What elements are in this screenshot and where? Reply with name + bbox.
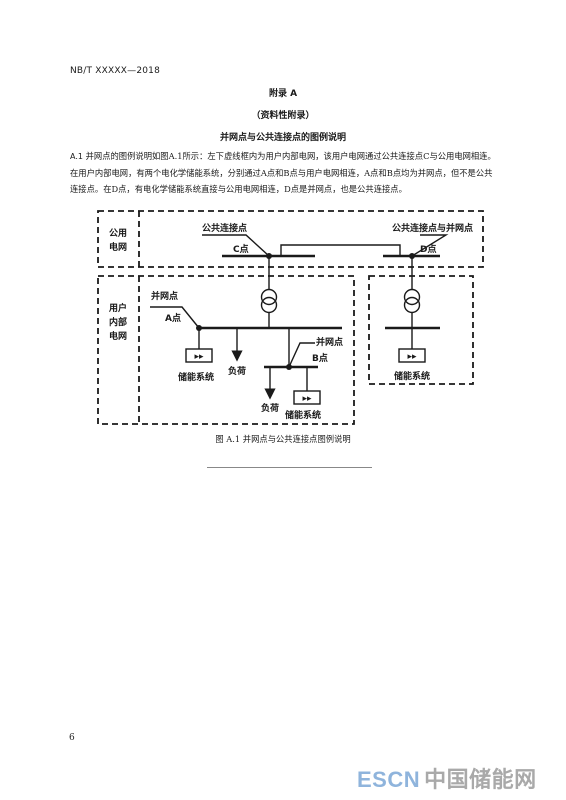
- storage-b-icon: ▸▸: [293, 390, 321, 405]
- end-rule: [207, 467, 372, 468]
- d-point-label: D点: [420, 243, 436, 255]
- c-point-label: C点: [233, 243, 249, 255]
- b-point-label: B点: [312, 352, 328, 364]
- transformer-c-lower: [260, 296, 278, 314]
- appendix-nature: （资料性附录）: [251, 111, 315, 121]
- standard-number: NB/T XXXXX—2018: [70, 66, 161, 76]
- transformer-d-upper: [403, 288, 421, 306]
- paragraph-a1: A.1 并网点的图例说明如图A.1所示：左下虚线框内为用户内部电网，该用户电网通…: [70, 148, 500, 198]
- point-c-leader: [202, 234, 270, 257]
- storage-d-icon: ▸▸: [398, 348, 426, 363]
- point-d-leader: [411, 234, 449, 257]
- paragraph-number: A.1: [70, 152, 83, 161]
- user-grid-label-3: 电网: [109, 330, 127, 342]
- user-grid-label-1: 用户: [108, 302, 127, 314]
- transformer-c-upper: [260, 288, 278, 306]
- load-label-b: 负荷: [261, 402, 279, 414]
- common-and-grid-point-label: 公共连接点与并网点: [392, 222, 473, 234]
- grid-point-label-a: 并网点: [151, 290, 178, 302]
- public-grid-label-2: 电网: [109, 241, 127, 253]
- transformer-d-lower: [403, 296, 421, 314]
- point-a-dot: [196, 325, 202, 331]
- appendix-label: 附录 A: [268, 89, 298, 99]
- point-b-dot: [286, 364, 292, 370]
- paragraph-text: 并网点的图例说明如图A.1所示：左下虚线框内为用户内部电网，该用户电网通过公共连…: [70, 151, 496, 195]
- page-number: 6: [69, 733, 75, 743]
- point-a-leader: [150, 306, 200, 329]
- common-point-label: 公共连接点: [202, 222, 247, 234]
- point-c-dot: [266, 253, 272, 259]
- storage-label-a: 储能系统: [178, 371, 214, 383]
- point-b-leader: [288, 342, 315, 368]
- point-d-dot: [409, 253, 415, 259]
- public-grid-label-1: 公用: [109, 228, 127, 239]
- svg-text:▸▸: ▸▸: [407, 352, 417, 362]
- user-grid-frame: [97, 275, 355, 425]
- user-grid-label-2: 内部: [109, 316, 127, 328]
- public-bus-link: [280, 244, 401, 256]
- load-label-a: 负荷: [228, 365, 246, 377]
- public-grid-frame: [97, 210, 484, 268]
- grid-point-label-b: 并网点: [316, 336, 343, 348]
- appendix-title: 并网点与公共连接点的图例说明: [219, 133, 346, 143]
- a-point-label: A点: [165, 312, 181, 324]
- d-station-frame: [368, 275, 474, 385]
- storage-a-icon: ▸▸: [185, 348, 213, 363]
- watermark-cn: 中国储能网: [424, 767, 537, 792]
- storage-label-d: 储能系统: [394, 370, 430, 382]
- figure-caption: 图 A.1 并网点与公共连接点图例说明: [215, 434, 351, 444]
- storage-label-b: 储能系统: [285, 409, 321, 421]
- svg-text:▸▸: ▸▸: [194, 352, 204, 362]
- watermark-en: ESCN: [357, 767, 421, 792]
- svg-text:▸▸: ▸▸: [302, 394, 312, 404]
